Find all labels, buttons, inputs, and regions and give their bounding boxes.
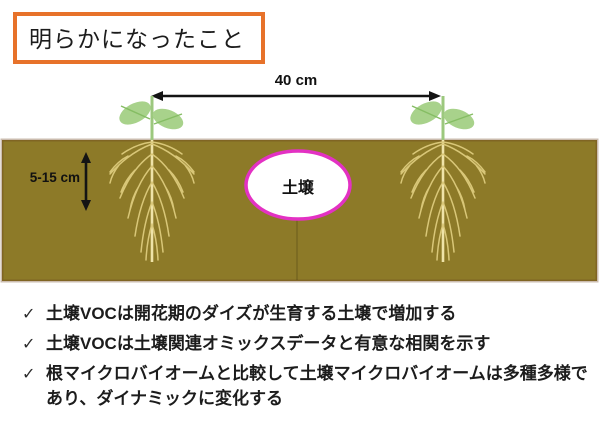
distance-label: 40 cm <box>274 72 318 89</box>
check-icon: ✓ <box>22 335 36 353</box>
depth-label: 5-15 cm <box>29 170 80 185</box>
soil-label: 土壌 <box>281 180 314 197</box>
findings-list: ✓ 土壌VOCは開花期のダイズが生育する土壌で増加する ✓ 土壌VOCは土壌関連… <box>22 302 588 417</box>
finding-item: ✓ 土壌VOCは土壌関連オミックスデータと有意な相関を示す <box>22 332 588 357</box>
finding-text: 土壌VOCは土壌関連オミックスデータと有意な相関を示す <box>46 333 491 353</box>
slide-title: 明らかになったこと <box>13 12 265 64</box>
distance-arrow <box>151 91 441 101</box>
finding-text: 根マイクロバイオームと比較して土壌マイクロバイオームは多種多様であり、ダイナミッ… <box>46 363 588 408</box>
check-icon: ✓ <box>22 306 36 323</box>
check-icon: ✓ <box>22 365 36 383</box>
finding-item: ✓ 土壌VOCは開花期のダイズが生育する土壌で増加する <box>22 302 588 327</box>
depth-arrow <box>81 152 91 211</box>
finding-text: 土壌VOCは開花期のダイズが生育する土壌で増加する <box>46 304 457 323</box>
soil-diagram <box>0 58 600 290</box>
soil-diagram-graphic <box>0 91 599 283</box>
finding-item: ✓ 根マイクロバイオームと比較して土壌マイクロバイオームは多種多様であり、ダイナ… <box>22 362 588 412</box>
soil-oval <box>244 149 352 221</box>
